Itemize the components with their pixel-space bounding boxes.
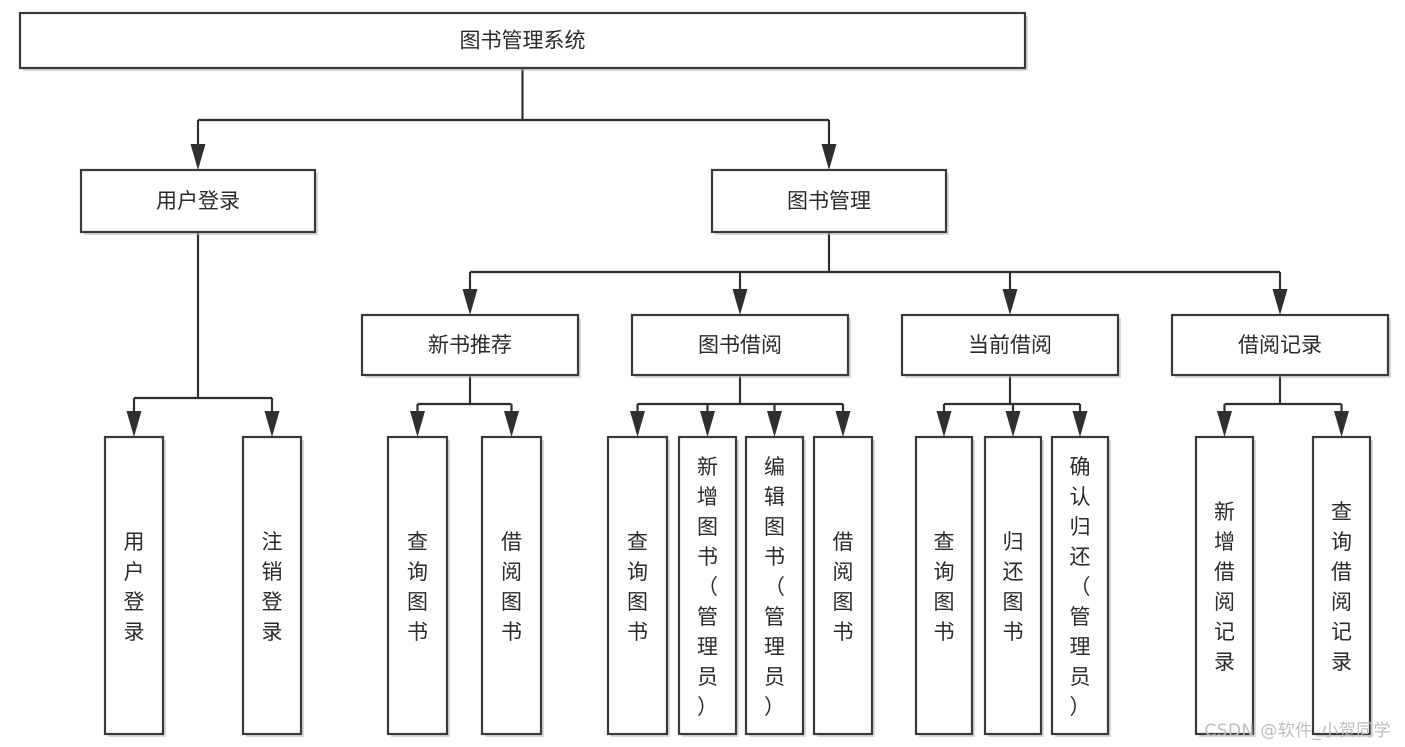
- connector-group-current-borrow: [936, 375, 1088, 437]
- node-leaf-confirm-return[interactable]: 确认归还（管理员）: [1050, 435, 1111, 737]
- node-box[interactable]: [1170, 313, 1390, 377]
- node-label: 借阅图书: [833, 530, 854, 644]
- node-box[interactable]: [983, 435, 1043, 736]
- node-box[interactable]: [360, 313, 580, 377]
- arrow-head-icon: [1217, 411, 1232, 437]
- node-current-borrow[interactable]: 当前借阅: [900, 313, 1121, 378]
- connector-group-book-borrow: [630, 375, 851, 437]
- arrow-head-icon: [504, 411, 519, 437]
- node-box[interactable]: [914, 435, 974, 736]
- node-root[interactable]: 图书管理系统: [18, 11, 1028, 71]
- node-label: 借阅图书: [501, 530, 522, 644]
- arrow-head-icon: [1005, 411, 1021, 437]
- connector-group-root: [190, 68, 837, 170]
- node-box[interactable]: [1194, 435, 1255, 736]
- connector-group-borrow-record: [1217, 375, 1349, 437]
- arrow-head-icon: [1334, 411, 1349, 437]
- node-label: 借阅记录: [1238, 333, 1322, 357]
- node-label: 归还图书: [1003, 530, 1024, 644]
- node-box[interactable]: [812, 435, 874, 736]
- arrow-head-icon: [835, 411, 851, 437]
- arrow-head-icon: [190, 144, 206, 170]
- node-leaf-add-book[interactable]: 新增图书（管理员）: [677, 435, 739, 737]
- node-label: 当前借阅: [968, 333, 1052, 357]
- node-leaf-query-book-2[interactable]: 查询图书: [606, 435, 670, 737]
- connectors-layer: [126, 68, 1349, 437]
- node-book-manage[interactable]: 图书管理: [710, 168, 949, 235]
- arrow-head-icon: [462, 289, 478, 315]
- node-borrow-record[interactable]: 借阅记录: [1170, 313, 1391, 378]
- node-leaf-edit-book[interactable]: 编辑图书（管理员）: [744, 435, 806, 737]
- node-label: 图书借阅: [698, 333, 782, 357]
- node-label: 图书管理系统: [460, 29, 586, 53]
- node-label: 确认归还（管理员）: [1070, 455, 1091, 719]
- node-label: 用户登录: [156, 189, 240, 213]
- node-leaf-borrow-book-2[interactable]: 借阅图书: [812, 435, 875, 737]
- node-leaf-query-book-1[interactable]: 查询图书: [386, 435, 450, 737]
- node-box[interactable]: [677, 435, 738, 736]
- node-label: 注销登录: [262, 530, 283, 644]
- node-label: 新增图书（管理员）: [697, 455, 718, 719]
- arrow-head-icon: [1272, 289, 1288, 315]
- node-box[interactable]: [18, 11, 1027, 70]
- arrow-head-icon: [700, 411, 715, 437]
- node-leaf-borrow-book-1[interactable]: 借阅图书: [480, 435, 544, 737]
- node-box[interactable]: [1050, 435, 1110, 736]
- node-box[interactable]: [241, 435, 303, 736]
- node-user-login[interactable]: 用户登录: [79, 168, 318, 235]
- node-label: 查询图书: [627, 530, 648, 644]
- node-box[interactable]: [386, 435, 449, 736]
- node-leaf-user-logout[interactable]: 注销登录: [241, 435, 304, 737]
- arrow-head-icon: [767, 411, 782, 437]
- arrow-head-icon: [1002, 289, 1018, 315]
- node-label: 新书推荐: [428, 333, 512, 357]
- node-box[interactable]: [744, 435, 805, 736]
- node-label: 编辑图书（管理员）: [764, 455, 785, 719]
- node-label: 用户登录: [124, 530, 145, 644]
- node-label: 查询图书: [407, 530, 428, 644]
- arrow-head-icon: [732, 289, 748, 315]
- arrow-head-icon: [630, 411, 645, 437]
- node-box[interactable]: [630, 313, 850, 377]
- arrow-head-icon: [936, 411, 952, 437]
- connector-group-user-login: [126, 232, 280, 437]
- node-label: 查询借阅记录: [1331, 500, 1352, 674]
- arrow-head-icon: [126, 411, 142, 437]
- connector-group-new-book-recommend: [410, 375, 519, 437]
- node-label: 新增借阅记录: [1214, 500, 1235, 674]
- node-box[interactable]: [1311, 435, 1372, 736]
- node-leaf-user-login[interactable]: 用户登录: [103, 435, 166, 737]
- arrow-head-icon: [264, 411, 280, 437]
- node-box[interactable]: [606, 435, 669, 736]
- node-label: 图书管理: [787, 189, 871, 213]
- connector-group-book-manage: [462, 232, 1288, 315]
- node-box[interactable]: [480, 435, 543, 736]
- node-box[interactable]: [103, 435, 165, 736]
- node-label: 查询图书: [934, 530, 955, 644]
- node-box[interactable]: [900, 313, 1120, 377]
- arrow-head-icon: [1072, 411, 1088, 437]
- arrow-head-icon: [410, 411, 425, 437]
- node-book-borrow[interactable]: 图书借阅: [630, 313, 851, 378]
- node-leaf-query-record[interactable]: 查询借阅记录: [1311, 435, 1373, 737]
- node-box[interactable]: [710, 168, 948, 234]
- node-leaf-query-book-3[interactable]: 查询图书: [914, 435, 975, 737]
- node-leaf-return-book[interactable]: 归还图书: [983, 435, 1044, 737]
- node-new-book-recommend[interactable]: 新书推荐: [360, 313, 581, 378]
- arrow-head-icon: [821, 144, 837, 170]
- node-leaf-add-record[interactable]: 新增借阅记录: [1194, 435, 1256, 737]
- nodes-layer: 图书管理系统用户登录图书管理新书推荐图书借阅当前借阅借阅记录用户登录注销登录查询…: [18, 11, 1391, 737]
- node-box[interactable]: [79, 168, 317, 234]
